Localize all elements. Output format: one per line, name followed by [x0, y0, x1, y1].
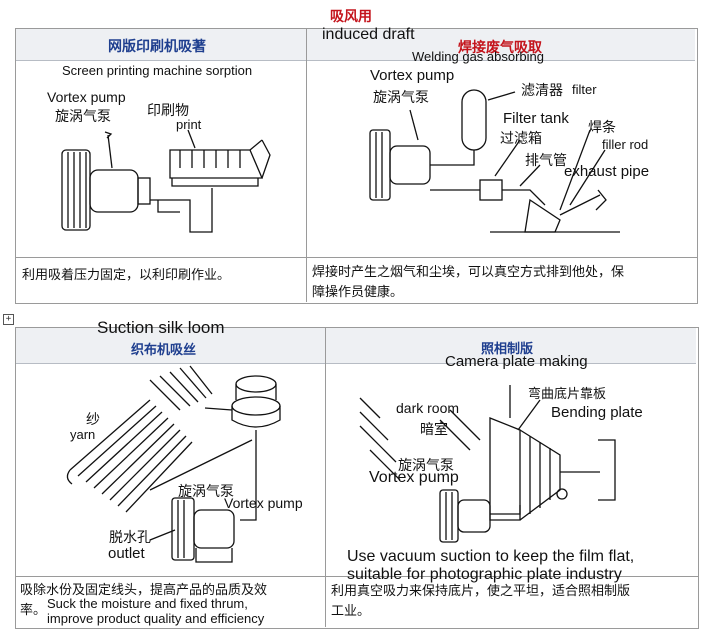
panel3-desc-line2: 率。 — [20, 603, 47, 618]
panel2-tank-cn: 过滤箱 — [500, 131, 542, 147]
panel2-desc-line2: 障操作员健康。 — [312, 285, 404, 300]
panel1-header-cn: 网版印刷机吸著 — [108, 39, 206, 55]
top-title-cn: 吸风用 — [330, 9, 372, 25]
panel3-title-en: Suction silk loom — [97, 318, 225, 337]
panel4-vortex-cn: 旋涡气泵 — [398, 458, 454, 474]
panel2-vortex-pump-drawing — [369, 109, 431, 201]
panel2-header — [307, 29, 695, 61]
panel4-header — [326, 328, 696, 364]
bottom-table-hdivider — [15, 576, 698, 577]
expand-plus-icon[interactable]: + — [3, 314, 14, 325]
bottom-table-vdivider — [325, 327, 326, 627]
panel2-tank-en: Filter tank — [503, 110, 569, 127]
panel4-note-line1: Use vacuum suction to keep the film flat… — [347, 548, 635, 565]
panel4-darkroom-hatching — [359, 397, 481, 481]
panel4-bend-en: Bending plate — [551, 404, 643, 421]
panel3-outlet-cn: 脱水孔 — [109, 530, 151, 546]
panel3-yarn-en: yarn — [70, 427, 96, 442]
panel3-header-cn: 织布机吸丝 — [131, 343, 197, 358]
panel4-desc-line2: 工业。 — [331, 604, 371, 619]
panel4-bend-cn: 弯曲底片靠板 — [528, 387, 607, 402]
panel2-rod-cn: 焊条 — [588, 120, 616, 136]
panel2-header-en: Welding gas absorbing — [412, 49, 545, 64]
panel2-filter-drawing — [430, 89, 516, 166]
panel3-yarn-cn: 纱 — [86, 412, 100, 428]
panel4-vortex-pump-drawing — [439, 489, 521, 543]
panel2-exhaust-en: exhaust pipe — [564, 163, 650, 180]
panel3-desc-en-line2: improve product quality and efficiency — [47, 611, 265, 626]
panel3-vortex-pump-drawing — [149, 497, 235, 563]
panel4-dark-cn: 暗室 — [420, 422, 448, 438]
panel2-desc-line1: 焊接时产生之烟气和尘埃，可以真空方式排到他处，保 — [312, 265, 625, 280]
panel2-rod-en: filler rod — [602, 137, 649, 152]
panel2-tank-and-pipe-drawing — [430, 129, 620, 233]
panel4-header-en: Camera plate making — [445, 353, 588, 370]
panel3-vortex-cn: 旋涡气泵 — [178, 484, 234, 500]
panel2-filter-cn: 滤清器 — [521, 83, 563, 99]
panel3-vortex-en: Vortex pump — [224, 495, 303, 511]
panel2-exhaust-cn: 排气管 — [525, 153, 567, 169]
panel1-vortex-en: Vortex pump — [47, 89, 126, 105]
panel3-yarn-drawing — [66, 365, 213, 513]
panel1-print-en: print — [176, 117, 202, 132]
panel4-note-line2: suitable for photographic plate industry — [347, 566, 622, 583]
panel2-filter-en: filter — [572, 82, 597, 97]
panel1-vortex-pump-drawing — [61, 131, 151, 231]
panel3-outlet-en: outlet — [108, 545, 145, 562]
panel1-subtitle-en: Screen printing machine sorption — [62, 63, 253, 78]
bottom-table — [15, 327, 699, 629]
panel2-vortex-cn: 旋涡气泵 — [373, 90, 429, 106]
panel4-vortex-en: Vortex pump — [369, 469, 459, 486]
panel4-camera-drawing — [489, 385, 616, 521]
panel1-print-cn: 印刷物 — [147, 103, 189, 119]
panel1-header — [16, 29, 306, 61]
panel1-vortex-cn: 旋涡气泵 — [55, 109, 111, 125]
panel2-vortex-en: Vortex pump — [370, 67, 455, 84]
top-table-vdivider — [306, 28, 307, 302]
panel3-desc-line1: 吸除水份及固定线头，提高产品的品质及效 — [20, 583, 268, 598]
top-table — [15, 28, 698, 304]
panel4-dark-en: dark room — [396, 400, 460, 416]
panel3-collector-drawing — [149, 375, 281, 521]
panel4-desc-line1: 利用真空吸力来保持底片，使之平坦，适合照相制版 — [331, 584, 631, 599]
panel3-desc-en-line1: Suck the moisture and fixed thrum, — [47, 596, 248, 611]
panel1-print-table-drawing — [150, 129, 271, 233]
top-table-hdivider — [15, 257, 697, 258]
panel3-header — [16, 328, 325, 364]
panel4-header-cn: 照相制版 — [481, 342, 534, 357]
panel1-desc: 利用吸着压力固定，以利印刷作业。 — [22, 268, 231, 283]
panel2-header-cn: 焊接废气吸取 — [458, 40, 542, 56]
top-title-en: induced draft — [322, 26, 415, 43]
